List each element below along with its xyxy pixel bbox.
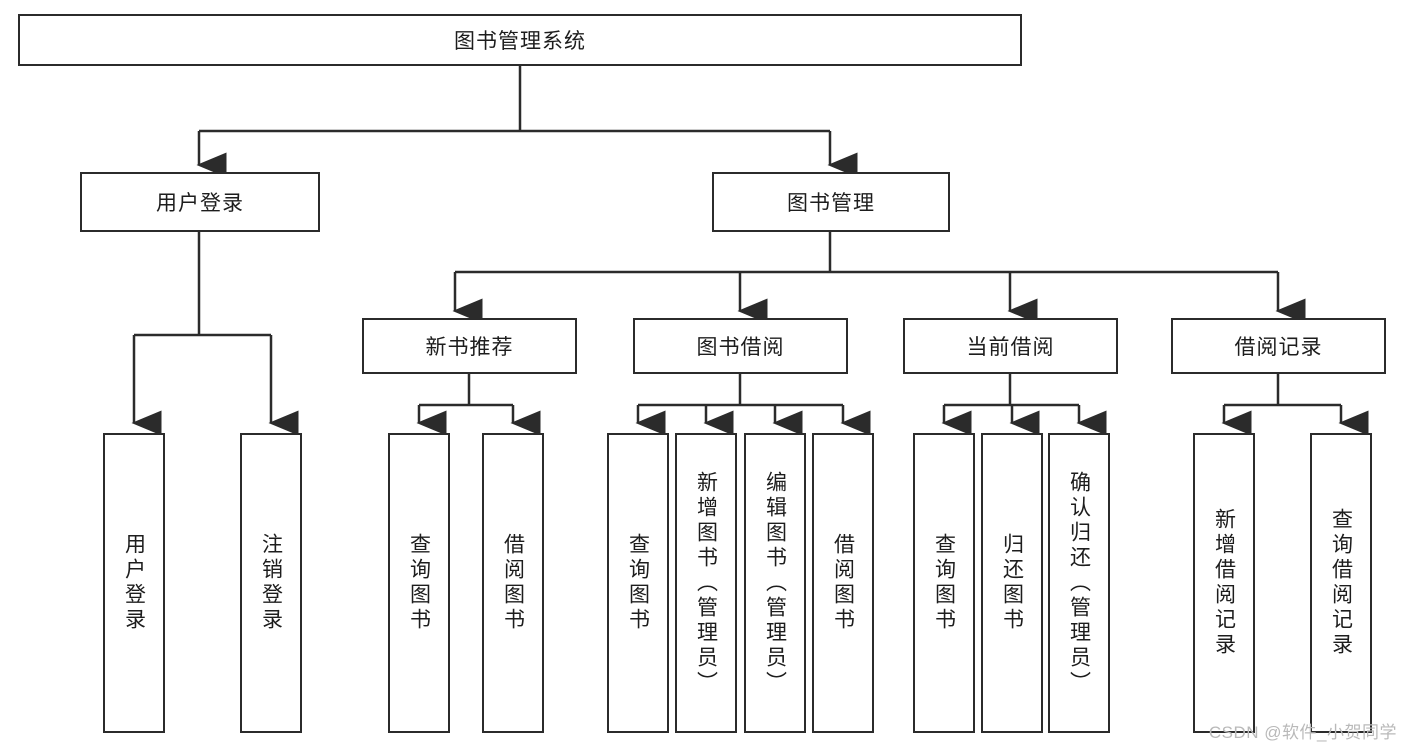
node-label: 确认归还（管理员） [1067, 470, 1091, 696]
node-label: 图书借阅 [696, 336, 785, 359]
leaf-borrow-book[interactable]: 借阅图书 [812, 433, 874, 733]
node-label: 查询图书 [932, 533, 956, 633]
leaf-add-book-admin[interactable]: 新增图书（管理员） [675, 433, 737, 733]
node-label: 用户登录 [156, 192, 244, 215]
node-borrow-records[interactable]: 借阅记录 [1171, 318, 1386, 374]
node-label: 查询图书 [626, 533, 650, 633]
leaf-logout[interactable]: 注销登录 [240, 433, 302, 733]
node-root[interactable]: 图书管理系统 [18, 14, 1022, 66]
node-label: 新增图书（管理员） [694, 470, 718, 696]
leaf-query-borrow-record[interactable]: 查询借阅记录 [1310, 433, 1372, 733]
leaf-add-borrow-record[interactable]: 新增借阅记录 [1193, 433, 1255, 733]
watermark: CSDN @软件_小贺同学 [1208, 723, 1397, 742]
node-label: 新书推荐 [425, 336, 514, 359]
node-label: 编辑图书（管理员） [763, 470, 787, 696]
node-label: 借阅图书 [501, 533, 525, 633]
node-label: 借阅图书 [831, 533, 855, 633]
leaf-edit-book-admin[interactable]: 编辑图书（管理员） [744, 433, 806, 733]
leaf-user-login[interactable]: 用户登录 [103, 433, 165, 733]
leaf-query-book-current[interactable]: 查询图书 [913, 433, 975, 733]
node-book-management[interactable]: 图书管理 [712, 172, 950, 232]
node-new-book-recommend[interactable]: 新书推荐 [362, 318, 577, 374]
node-label: 新增借阅记录 [1212, 508, 1236, 658]
node-book-borrow[interactable]: 图书借阅 [633, 318, 848, 374]
node-label: 注销登录 [259, 533, 283, 633]
node-current-borrow[interactable]: 当前借阅 [903, 318, 1118, 374]
node-label: 当前借阅 [966, 336, 1055, 359]
node-label: 查询图书 [407, 533, 431, 633]
node-label: 查询借阅记录 [1329, 508, 1353, 658]
node-label: 借阅记录 [1234, 336, 1323, 359]
node-label: 图书管理 [787, 192, 875, 215]
leaf-return-book[interactable]: 归还图书 [981, 433, 1043, 733]
node-label: 归还图书 [1000, 533, 1024, 633]
leaf-borrow-book-recommend[interactable]: 借阅图书 [482, 433, 544, 733]
leaf-query-book-borrow[interactable]: 查询图书 [607, 433, 669, 733]
node-user-login[interactable]: 用户登录 [80, 172, 320, 232]
node-label: 用户登录 [122, 533, 146, 633]
leaf-confirm-return-admin[interactable]: 确认归还（管理员） [1048, 433, 1110, 733]
leaf-query-book-recommend[interactable]: 查询图书 [388, 433, 450, 733]
node-label: 图书管理系统 [454, 30, 586, 53]
